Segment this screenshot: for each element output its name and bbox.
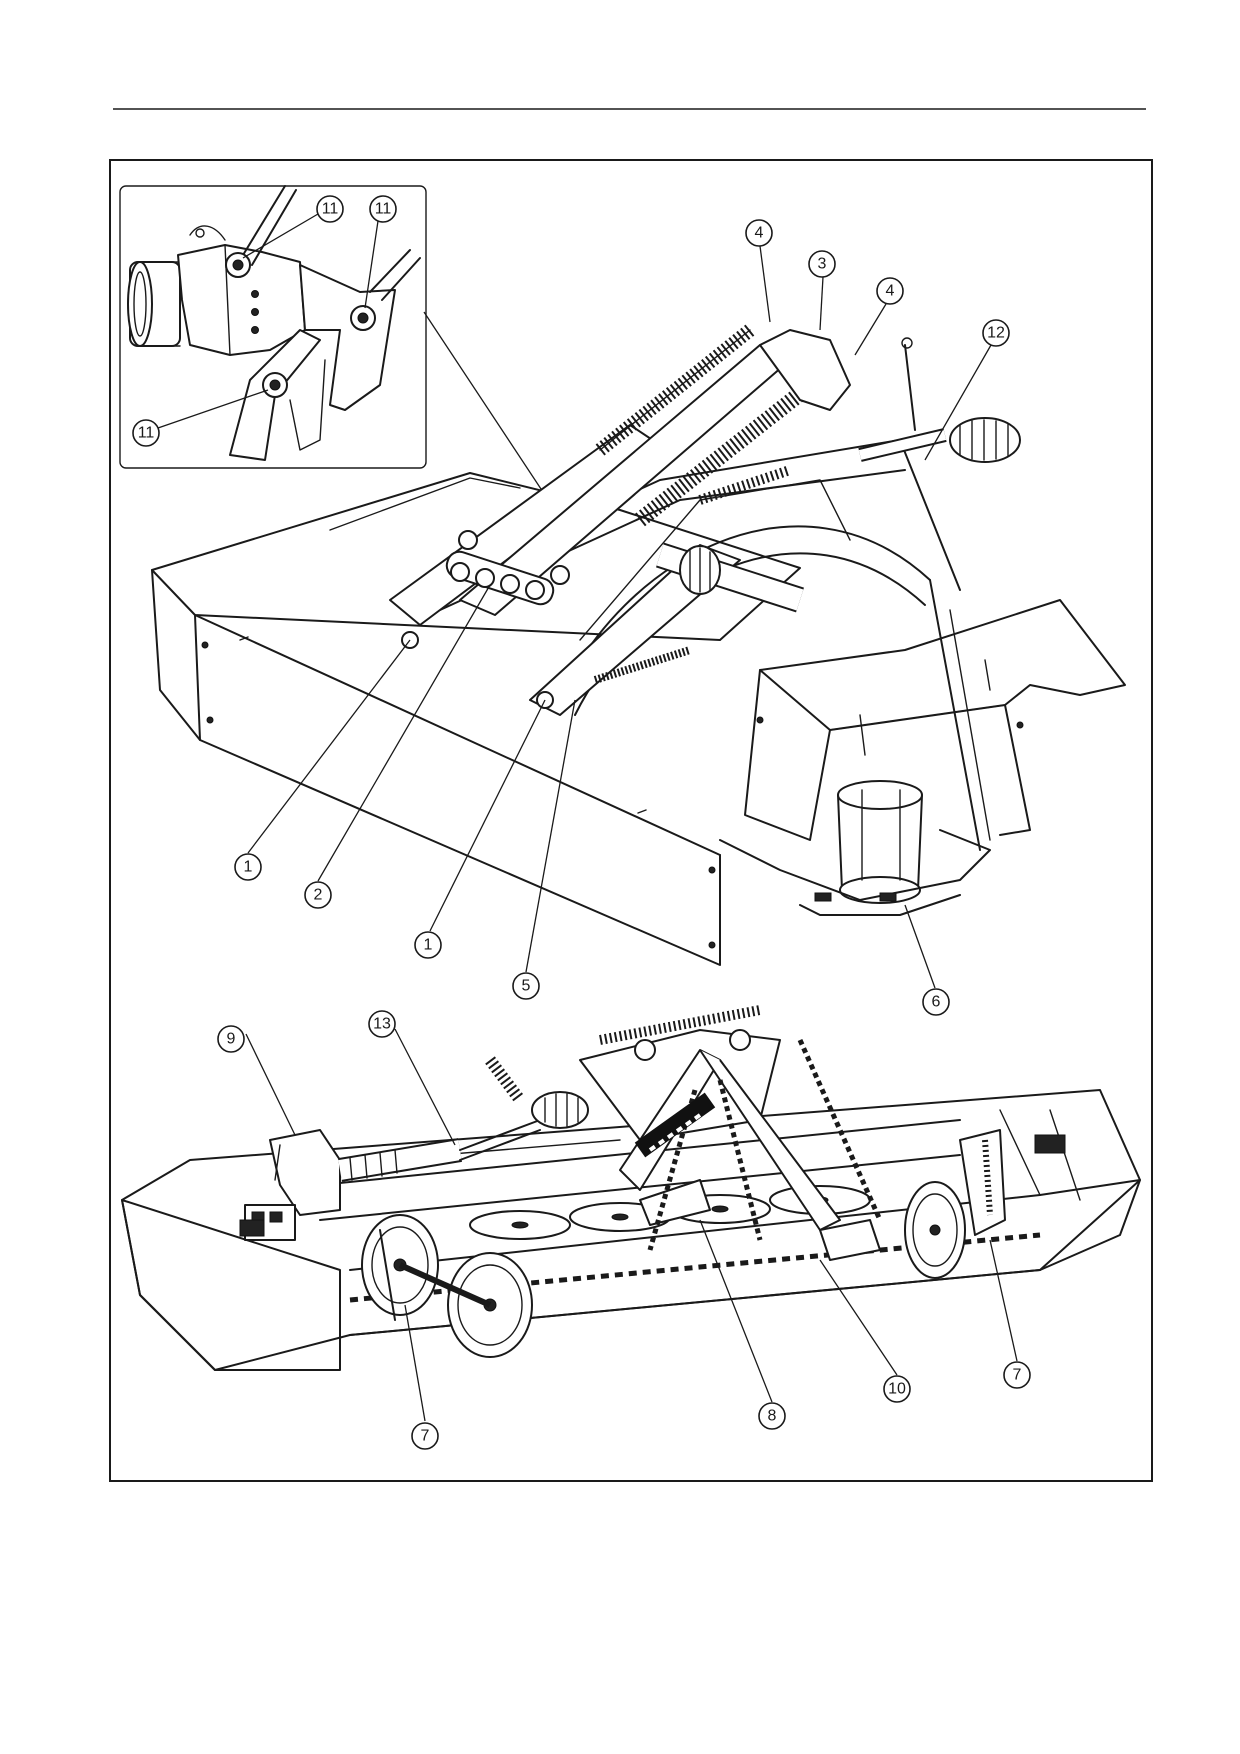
callout-label: 11 <box>138 425 155 442</box>
callout-6: 6 <box>922 988 950 1016</box>
spring-left <box>595 324 755 456</box>
callout-label: 11 <box>322 201 339 218</box>
callout-label: 7 <box>1013 1367 1022 1384</box>
callout-11b: 11 <box>364 195 397 309</box>
pto-shaft-top <box>858 417 1021 463</box>
callout-label: 7 <box>421 1428 430 1445</box>
callout-label: 11 <box>375 201 392 218</box>
inset-detail <box>119 185 427 469</box>
callout-11a: 11 <box>242 195 344 259</box>
callout-2: 2 <box>304 881 332 909</box>
callout-label: 4 <box>886 283 895 300</box>
gearbox-housing <box>837 780 923 904</box>
callout-label: 12 <box>987 325 1005 342</box>
callout-5: 5 <box>512 972 540 1000</box>
top-leaders <box>247 245 992 989</box>
callout-label: 1 <box>424 937 433 954</box>
callout-label: 4 <box>755 225 764 242</box>
callout-10: 10 <box>883 1375 911 1403</box>
headstock <box>485 1005 883 1261</box>
bottom-leaders <box>245 1028 1018 1422</box>
callout-label: 9 <box>227 1031 236 1048</box>
drive-shaft <box>338 1091 589 1182</box>
callout-7b: 7 <box>1003 1361 1031 1389</box>
skid-wheel-right <box>904 1129 1006 1279</box>
figure-frame <box>109 159 1153 1482</box>
callout-9: 9 <box>217 1025 245 1053</box>
pivot-bushings <box>445 550 570 606</box>
callout-13: 13 <box>368 1010 396 1038</box>
mower-front-view <box>121 1005 1141 1371</box>
callout-7a: 7 <box>411 1422 439 1450</box>
mower-rear-view <box>151 324 1126 966</box>
callout-label: 6 <box>932 994 941 1011</box>
callout-label: 5 <box>522 978 531 995</box>
callout-4b: 4 <box>876 277 904 305</box>
callout-3: 3 <box>808 250 836 278</box>
callout-label: 3 <box>818 256 827 273</box>
callout-label: 1 <box>244 859 253 876</box>
callout-12: 12 <box>982 319 1010 347</box>
callout-11c: 11 <box>132 389 269 447</box>
callout-1b: 1 <box>414 931 442 959</box>
callout-4a: 4 <box>745 219 773 247</box>
callout-label: 13 <box>373 1016 391 1033</box>
callout-8: 8 <box>758 1402 786 1430</box>
callout-label: 2 <box>314 887 323 904</box>
callout-label: 10 <box>888 1381 906 1398</box>
callout-1a: 1 <box>234 853 262 881</box>
callout-label: 8 <box>768 1408 777 1425</box>
